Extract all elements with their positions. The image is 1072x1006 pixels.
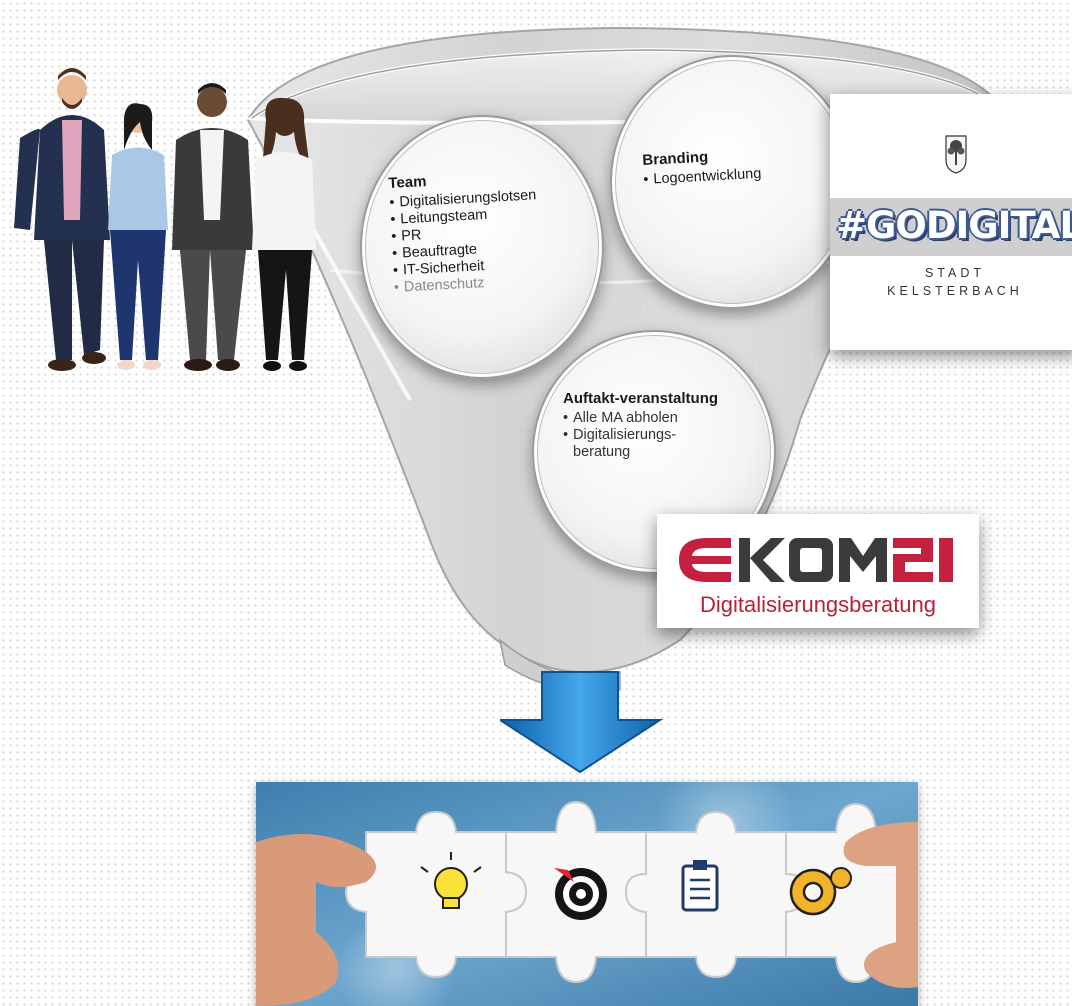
city-crest-icon [945, 135, 967, 174]
person-4 [252, 97, 316, 371]
godigital-hashtag: #GODIGITAL [836, 204, 1072, 247]
ekom21-subtitle: Digitalisierungsberatung [699, 592, 937, 617]
auftakt-item: Digitalisierungs-beratung [563, 427, 723, 461]
team-list: Digitalisierungslotsen Leitungsteam PR B… [389, 187, 541, 297]
kelsterbach-label: KELSTERBACH [887, 284, 1023, 298]
puzzle-hands-photo [256, 782, 918, 1006]
godigital-banner: #GODIGITAL [830, 198, 1072, 256]
clipboard-icon [681, 860, 719, 912]
auftakt-title: Auftakt-veranstaltung [563, 390, 719, 407]
right-hand [843, 822, 918, 988]
lightbulb-icon [420, 852, 482, 909]
auftakt-list: Alle MA abholen Digitalisierungs-beratun… [563, 410, 723, 461]
branding-text: Branding Logoentwicklung [642, 146, 762, 189]
left-hand [256, 834, 376, 1006]
gear-icon [789, 867, 852, 916]
auftakt-item: Alle MA abholen [563, 410, 723, 427]
people-illustration [14, 68, 316, 371]
team-text: Team Digitalisierungslotsen Leitungsteam… [388, 167, 541, 297]
person-1 [14, 68, 110, 371]
person-2 [108, 103, 168, 370]
godigital-logo-card: #GODIGITAL STADT KELSTERBACH [830, 94, 1072, 350]
person-3 [172, 83, 254, 371]
stadt-label: STADT [924, 266, 986, 280]
down-arrow-icon [500, 671, 664, 774]
target-icon [554, 868, 607, 920]
ekom21-wordmark-logo [679, 538, 953, 582]
ekom21-logo-card: Digitalisierungsberatung [657, 514, 979, 628]
auftakt-text: Auftakt-veranstaltung Alle MA abholen Di… [563, 390, 723, 461]
